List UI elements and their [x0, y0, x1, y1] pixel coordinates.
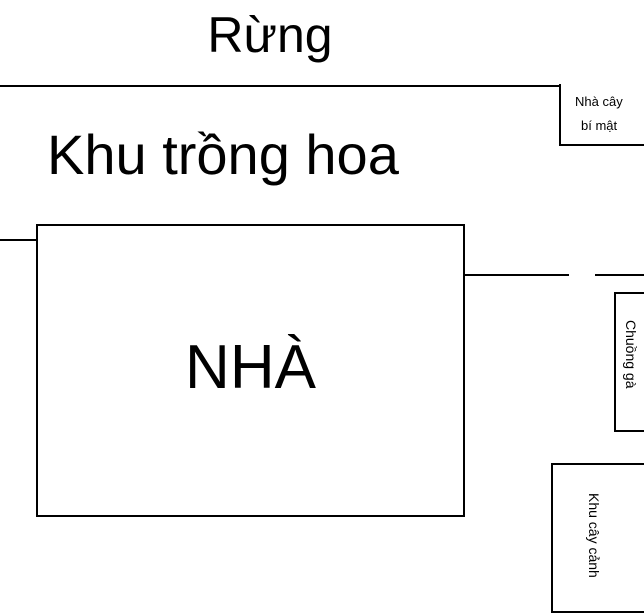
ornamental-garden-box: Khu cây cảnh [551, 463, 644, 613]
house-box: NHÀ [36, 224, 465, 517]
secret-treehouse-box: Nhà cây bí mật [559, 84, 644, 146]
secret-treehouse-label-line1: Nhà cây [575, 94, 623, 109]
forest-boundary-line [0, 85, 644, 87]
ornamental-garden-label: Khu cây cảnh [586, 493, 602, 578]
chicken-coop-label: Chuồng gà [623, 320, 639, 389]
fence-line-segment-2 [595, 274, 644, 276]
secret-treehouse-label-line2: bí mật [581, 118, 618, 133]
forest-label: Rừng [207, 7, 333, 63]
chicken-coop-box: Chuồng gà [614, 292, 644, 432]
left-wall-line [0, 239, 38, 241]
house-label: NHÀ [185, 333, 316, 402]
flower-area-label: Khu trồng hoa [47, 123, 399, 186]
fence-line-segment-1 [463, 274, 569, 276]
